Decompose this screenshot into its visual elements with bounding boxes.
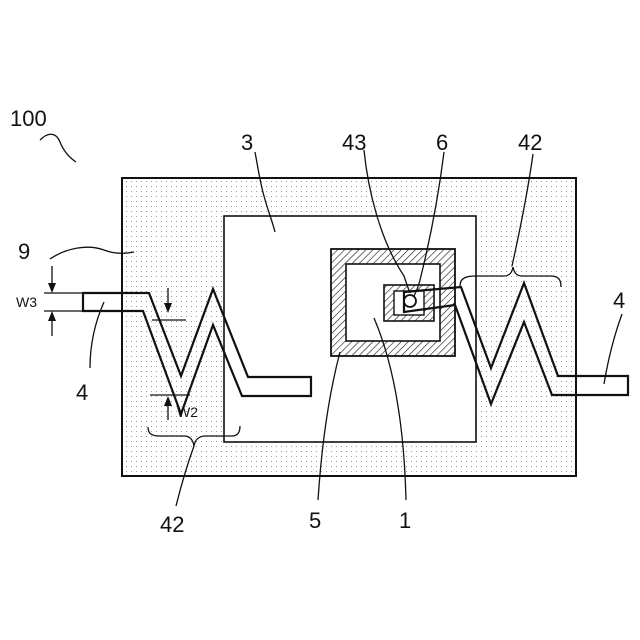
label-5: 5 — [309, 508, 321, 533]
label-3: 3 — [241, 130, 253, 155]
label-w2: W2 — [177, 404, 198, 420]
via-6 — [404, 295, 416, 307]
label-6: 6 — [436, 130, 448, 155]
label-4-left: 4 — [76, 380, 88, 405]
leader-100 — [40, 134, 76, 162]
leader-4-right — [604, 314, 622, 384]
label-w3: W3 — [16, 294, 37, 310]
label-43: 43 — [342, 130, 366, 155]
label-42-bottom: 42 — [160, 512, 184, 537]
dimension-w3 — [44, 266, 84, 336]
label-42-top: 42 — [518, 130, 542, 155]
label-100: 100 — [10, 106, 47, 131]
label-1: 1 — [399, 508, 411, 533]
label-9: 9 — [18, 239, 30, 264]
label-4-right: 4 — [613, 288, 625, 313]
